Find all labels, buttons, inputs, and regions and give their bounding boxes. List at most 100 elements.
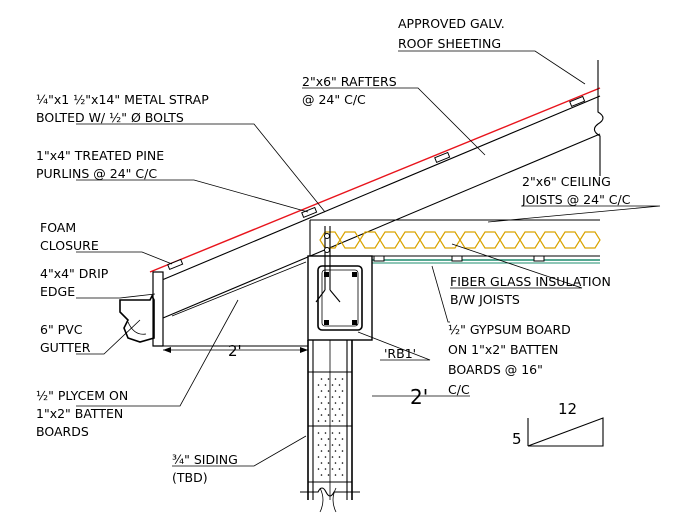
insulation-cell xyxy=(539,231,561,249)
wall-hatch-dot xyxy=(317,396,320,398)
insulation-cell xyxy=(359,231,381,249)
svg-text:FIBER GLASS INSULATION: FIBER GLASS INSULATION xyxy=(450,274,611,289)
label-insulation: FIBER GLASS INSULATION B/W JOISTS xyxy=(450,274,611,307)
wall-hatch-dot xyxy=(327,414,330,416)
label-plycem: ½" PLYCEM ON 1"x2" BATTEN BOARDS xyxy=(36,388,128,439)
svg-text:PURLINS @ 24" C/C: PURLINS @ 24" C/C xyxy=(36,166,157,181)
wall-hatch-dot xyxy=(324,420,327,422)
wall-hatch-dot xyxy=(327,438,330,440)
wall-hatch-dot xyxy=(341,378,344,380)
svg-text:B/W JOISTS: B/W JOISTS xyxy=(450,292,520,307)
pvc-gutter xyxy=(119,294,155,343)
wall-hatch-dot xyxy=(320,414,323,416)
wall-hatch-dot xyxy=(334,450,337,452)
wall-hatch-dot xyxy=(320,390,323,392)
insulation-cell xyxy=(499,231,521,249)
label-roof-sheeting: APPROVED GALV. ROOF SHEETING xyxy=(398,16,505,51)
wall-hatch-dot xyxy=(331,432,334,434)
svg-text:@ 24" C/C: @ 24" C/C xyxy=(302,92,366,107)
wall-hatch-dot xyxy=(324,408,327,410)
svg-text:JOISTS @ 24" C/C: JOISTS @ 24" C/C xyxy=(521,192,631,207)
svg-text:ROOF SHEETING: ROOF SHEETING xyxy=(398,36,501,51)
drip-edge xyxy=(152,271,164,347)
leader-lines xyxy=(76,50,661,467)
wall-hatch-dot xyxy=(317,432,320,434)
label-pvc-gutter: 6" PVC GUTTER xyxy=(40,322,91,355)
wall-hatch-dot xyxy=(320,450,323,452)
rafter-inner-line xyxy=(171,261,307,317)
label-rafters: 2"x6" RAFTERS @ 24" C/C xyxy=(302,74,397,107)
label-drip-edge: 4"x4" DRIP EDGE xyxy=(40,266,109,299)
overhang-dimension xyxy=(163,347,308,353)
metal-strap xyxy=(315,226,341,303)
insulation-cell xyxy=(339,231,361,249)
svg-text:1"x2" BATTEN: 1"x2" BATTEN xyxy=(36,406,123,421)
purlins xyxy=(167,95,586,271)
wall-hatch-dot xyxy=(331,420,334,422)
pvc-gutter-inner xyxy=(127,321,147,335)
wall-hatch-dot xyxy=(320,402,323,404)
wall-hatch-dot xyxy=(331,408,334,410)
wall-hatch-dot xyxy=(338,432,341,434)
spacing-dimension-text: 2' xyxy=(410,385,428,409)
break-line-bottom xyxy=(300,487,360,497)
svg-text:1"x4" TREATED PINE: 1"x4" TREATED PINE xyxy=(36,148,164,163)
wall-hatch-dot xyxy=(327,378,330,380)
wall-hatch-dot xyxy=(338,396,341,398)
svg-text:C/C: C/C xyxy=(448,382,470,397)
wall-hatch-dot xyxy=(338,420,341,422)
wall-hatch-dot xyxy=(341,462,344,464)
wall-hatch-dot xyxy=(331,456,334,458)
block-wall xyxy=(307,340,353,500)
insulation-cell xyxy=(519,231,541,249)
svg-text:½" GYPSUM BOARD: ½" GYPSUM BOARD xyxy=(448,322,571,337)
svg-text:4"x4" DRIP: 4"x4" DRIP xyxy=(40,266,109,281)
wall-hatch-dot xyxy=(317,408,320,410)
wall-hatch-dot xyxy=(327,450,330,452)
wall-hatch-dot xyxy=(331,444,334,446)
svg-text:GUTTER: GUTTER xyxy=(40,340,91,355)
svg-text:½" PLYCEM ON: ½" PLYCEM ON xyxy=(36,388,128,403)
break-line-right xyxy=(593,60,604,176)
label-foam-closure: FOAM CLOSURE xyxy=(40,220,99,253)
wall-hatch-dot xyxy=(331,396,334,398)
svg-text:EDGE: EDGE xyxy=(40,284,75,299)
svg-text:6" PVC: 6" PVC xyxy=(40,322,83,337)
label-beam-rb1: 'RB1' xyxy=(384,346,416,361)
svg-text:CLOSURE: CLOSURE xyxy=(40,238,99,253)
svg-text:2"x6" RAFTERS: 2"x6" RAFTERS xyxy=(302,74,397,89)
wall-hatch-dot xyxy=(317,456,320,458)
wall-hatch-dot xyxy=(324,444,327,446)
wall-hatch-dot xyxy=(334,474,337,476)
wall-hatch-dot xyxy=(324,456,327,458)
wall-hatch-dot xyxy=(324,468,327,470)
svg-text:¾" SIDING: ¾" SIDING xyxy=(172,452,238,467)
svg-text:2"x6" CEILING: 2"x6" CEILING xyxy=(522,174,611,189)
insulation-cell xyxy=(379,231,401,249)
wall-hatch-dot xyxy=(341,414,344,416)
label-ceiling-joists: 2"x6" CEILING JOISTS @ 24" C/C xyxy=(521,174,631,207)
insulation-cell xyxy=(579,231,601,249)
label-purlins: 1"x4" TREATED PINE PURLINS @ 24" C/C xyxy=(36,148,164,181)
svg-text:BOLTED W/ ½" Ø BOLTS: BOLTED W/ ½" Ø BOLTS xyxy=(36,110,184,125)
wall-hatch-dot xyxy=(334,462,337,464)
wall-hatch-dot xyxy=(341,474,344,476)
slope-triangle xyxy=(527,417,604,447)
wall-hatch-dot xyxy=(338,408,341,410)
wall-hatch-dot xyxy=(320,438,323,440)
wall-hatch-dot xyxy=(334,390,337,392)
wall-hatch-dot xyxy=(327,474,330,476)
wall-hatch-dot xyxy=(320,474,323,476)
label-siding: ¾" SIDING (TBD) xyxy=(172,452,238,485)
wall-hatch-dot xyxy=(317,444,320,446)
wall-hatch-dot xyxy=(324,396,327,398)
slope-rise-text: 5 xyxy=(512,430,522,448)
wall-hatch-dot xyxy=(331,468,334,470)
wall-hatch-dot xyxy=(341,402,344,404)
overhang-dimension-text: 2' xyxy=(228,342,242,360)
wall-hatch-dot xyxy=(338,384,341,386)
svg-text:¼"x1 ½"x14" METAL STRAP: ¼"x1 ½"x14" METAL STRAP xyxy=(36,92,209,107)
wall-hatch xyxy=(317,378,344,476)
wall-hatch-dot xyxy=(327,462,330,464)
